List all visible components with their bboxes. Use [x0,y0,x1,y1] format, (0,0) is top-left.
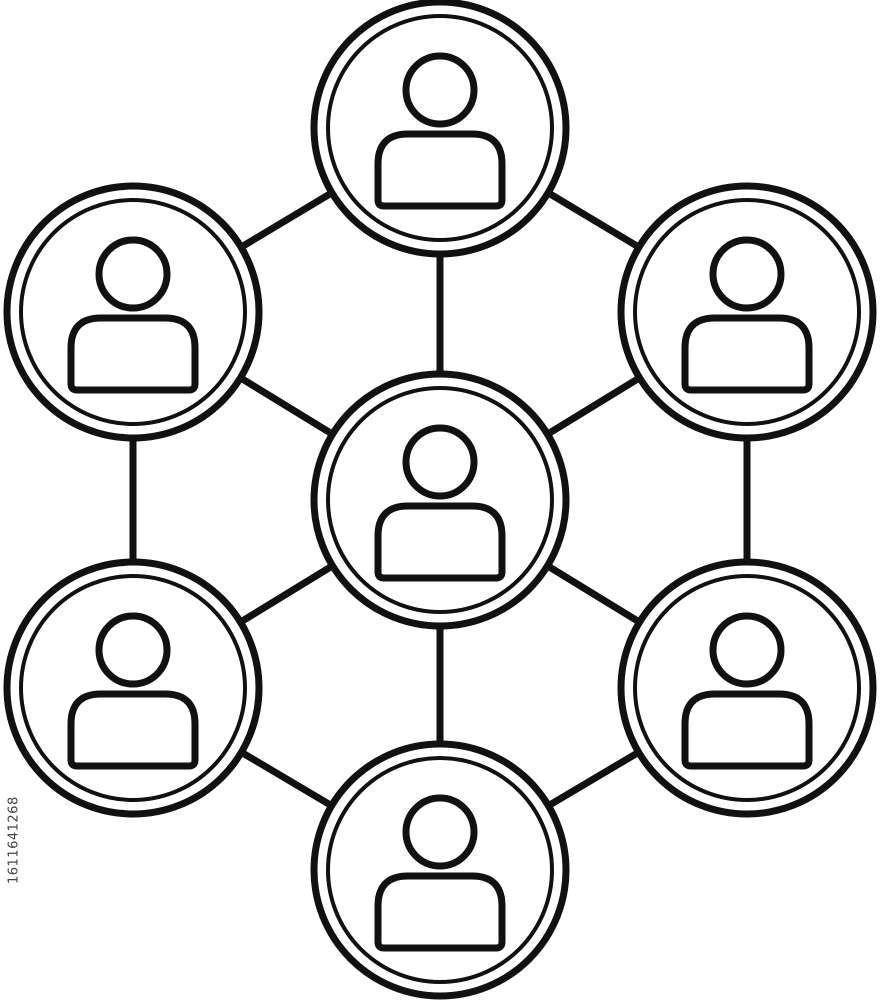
node-upper-right [617,182,877,442]
node-outer-ring [310,740,570,1000]
person-body [374,872,506,952]
person-icon [374,794,506,952]
person-nodes [3,0,877,1000]
stock-id-watermark: 1611641268 [6,796,22,884]
person-head [402,424,478,500]
node-inner-ring [326,386,554,614]
person-icon [67,612,199,770]
person-body [374,130,506,210]
person-body [681,314,813,394]
node-outer-ring [617,182,877,442]
person-body [374,502,506,582]
person-icon [67,236,199,394]
person-icon [374,52,506,210]
person-head [709,612,785,688]
person-icon [681,236,813,394]
node-outer-ring [3,558,263,818]
person-head [95,236,171,312]
node-lower-left [3,558,263,818]
person-head [402,52,478,128]
node-center [310,370,570,630]
person-body [67,690,199,770]
person-head [95,612,171,688]
person-head [709,236,785,312]
person-icon [681,612,813,770]
node-upper-left [3,182,263,442]
person-body [67,314,199,394]
node-lower-right [617,558,877,818]
node-inner-ring [633,198,861,426]
node-inner-ring [19,574,247,802]
person-icon [374,424,506,582]
node-outer-ring [310,370,570,630]
node-inner-ring [326,14,554,242]
node-inner-ring [633,574,861,802]
node-outer-ring [3,182,263,442]
person-head [402,794,478,870]
node-top [310,0,570,258]
person-body [681,690,813,770]
node-outer-ring [310,0,570,258]
node-outer-ring [617,558,877,818]
node-bottom [310,740,570,1000]
node-inner-ring [326,756,554,984]
node-inner-ring [19,198,247,426]
